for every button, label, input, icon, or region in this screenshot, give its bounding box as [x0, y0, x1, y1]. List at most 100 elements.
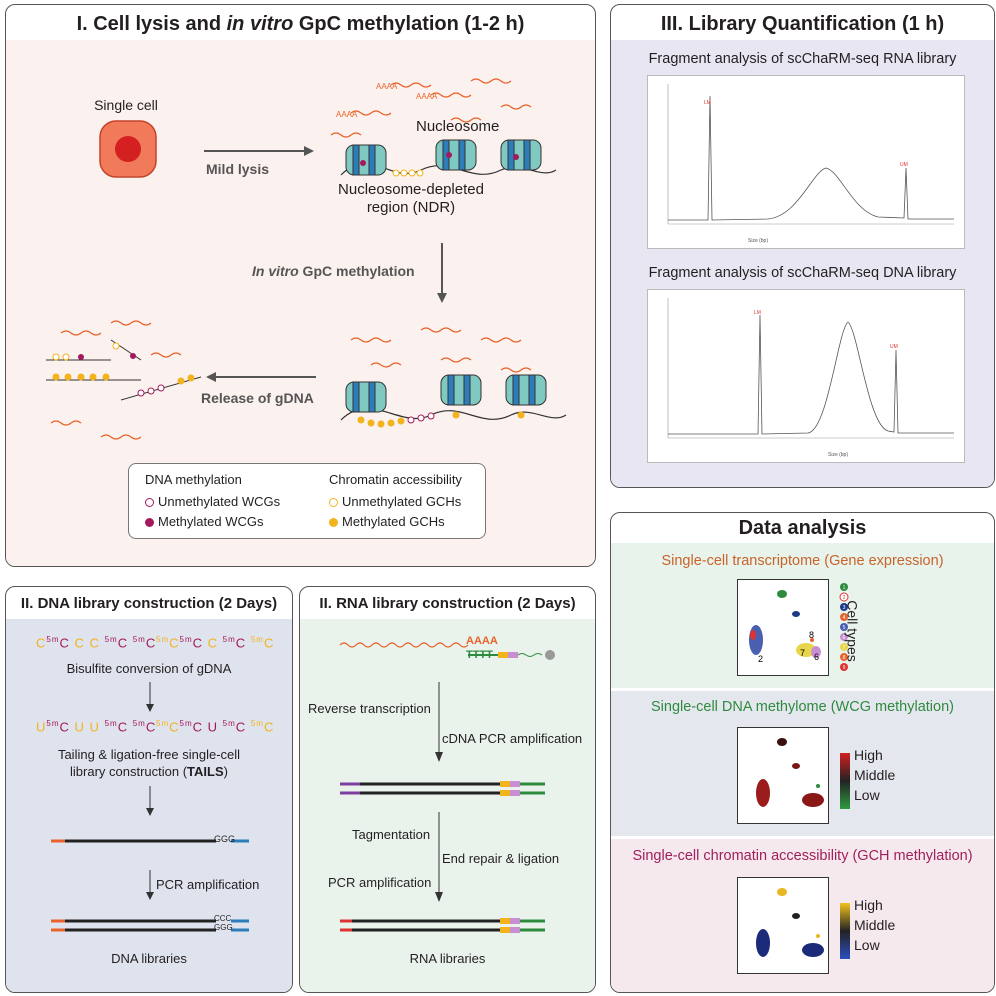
dna-seq-top-right: 5mC5mC C 5mC 5mC — [156, 635, 275, 651]
svg-text:7: 7 — [843, 645, 846, 651]
release-label: Release of gDNA — [201, 390, 314, 406]
legend-dna-heading: DNA methylation — [145, 472, 242, 487]
nucleosome-diagram-bottom — [340, 327, 567, 428]
rna-lm-label: LM — [704, 100, 711, 106]
legend-dna-meth: Methylated WCGs — [145, 514, 263, 529]
dna-pcr-label: PCR amplification — [156, 877, 260, 892]
methylome-colorbar — [840, 753, 850, 809]
cdna-pcr-label: cDNA PCR amplification — [442, 731, 583, 746]
release-arrow — [206, 372, 316, 382]
unmethylated-gch-icon — [329, 498, 338, 508]
transcriptome-umap-points: 8 7 6 2 — [749, 590, 821, 664]
ggg-label-lib: GGG — [214, 923, 233, 932]
transcriptome-umap: 8 7 6 2 — [737, 579, 829, 676]
legend-chrom-heading: Chromatin accessibility — [329, 472, 462, 487]
dna-um-label: UM — [890, 344, 898, 350]
panel-cell-lysis-title: I. Cell lysis and in vitro GpC methylati… — [76, 13, 525, 35]
meth-low: Low — [854, 787, 880, 803]
polyA-text: AAAA — [416, 92, 438, 101]
acc-low: Low — [854, 937, 880, 953]
rna-step-arrow-2 — [435, 812, 443, 902]
rna-trace: LM UM Size (bp) — [667, 84, 954, 244]
accessibility-umap-points — [756, 888, 824, 957]
panel-rna-bg — [300, 619, 595, 992]
meth-middle: Middle — [854, 767, 896, 783]
dna-seq-top: C5mC C C 5mC 5mC — [36, 635, 157, 651]
transcriptome-title: Single-cell transcriptome (Gene expressi… — [661, 553, 944, 569]
dna-xlabel: Size (bp) — [828, 452, 848, 458]
accessibility-colorbar — [840, 903, 850, 959]
svg-text:3: 3 — [843, 605, 846, 611]
ndr-label-line1: Nucleosome-depleted — [338, 181, 484, 198]
methylated-gch-icon — [329, 518, 338, 528]
rna-um-label: UM — [900, 162, 908, 168]
nucleosome-diagram-top: AAAA AAAA AAAA — [330, 78, 557, 177]
svg-text:6: 6 — [843, 635, 846, 641]
dna-libraries-label: DNA libraries — [111, 951, 187, 966]
meth-high: High — [854, 747, 883, 763]
tails-line1: Tailing & ligation-free single-cell — [57, 747, 241, 762]
panel-rna-title: II. RNA library construction (2 Days) — [319, 595, 576, 612]
ndr-label-line2: region (NDR) — [366, 199, 456, 216]
svg-text:9: 9 — [843, 665, 846, 671]
cluster-label-2: 2 — [758, 654, 763, 664]
svg-text:1: 1 — [843, 585, 846, 591]
rna-xlabel: Size (bp) — [748, 238, 768, 244]
cluster-label-7: 7 — [800, 648, 805, 658]
methylome-title: Single-cell DNA methylome (WCG methylati… — [651, 699, 954, 715]
panel-cell-lysis: I. Cell lysis and in vitro GpC methylati… — [5, 4, 596, 567]
dna-tailed-fragment — [51, 839, 249, 843]
single-cell-label: Single cell — [94, 97, 158, 113]
accessibility-umap — [737, 877, 829, 974]
panel-dna-title: II. DNA library construction (2 Days) — [20, 595, 278, 612]
dna-library-fragment — [51, 919, 249, 932]
rna-electropherogram: LM UM Size (bp) — [647, 75, 965, 249]
methylated-wcg-icon — [145, 518, 154, 528]
ccc-label: CCC — [214, 914, 232, 923]
methylome-umap — [737, 727, 829, 824]
dna-seq-bot-right: 5mC5mC U 5mC 5mC — [156, 719, 275, 735]
acc-middle: Middle — [854, 917, 896, 933]
methylation-legend: DNA methylation Unmethylated WCGs Methyl… — [128, 463, 486, 539]
acc-high: High — [854, 897, 883, 913]
polyA-text: AAAA — [376, 82, 398, 91]
svg-text:4: 4 — [843, 615, 846, 621]
tagmentation-label: Tagmentation — [352, 827, 431, 842]
cell-type-legend: 1 2 3 4 5 6 7 8 9 — [839, 583, 849, 671]
rna-pcr-label: PCR amplification — [328, 875, 432, 890]
rna-step-arrow-1 — [435, 682, 443, 762]
rna-aaaa-label: AAAA — [466, 635, 498, 647]
bisulfite-label: Bisulfite conversion of gDNA — [66, 661, 232, 676]
svg-text:2: 2 — [843, 595, 846, 601]
polyA-text: AAAA — [336, 110, 358, 119]
nucleosome-label: Nucleosome — [416, 118, 500, 135]
panel-data-title: Data analysis — [738, 517, 867, 539]
rna-tttt-label: TTTT — [466, 649, 493, 661]
unmethylated-wcg-icon — [145, 498, 154, 508]
dna-seq-bot: U5mC U U 5mC 5mC — [36, 719, 157, 735]
dna-step-arrow-1 — [146, 682, 154, 712]
invitro-label: In vitro GpC methylation — [252, 263, 415, 279]
svg-text:5: 5 — [843, 625, 846, 631]
dna-step-arrow-3 — [146, 870, 154, 900]
invitro-arrow — [437, 243, 447, 303]
rt-label: Reverse transcription — [308, 701, 431, 716]
svg-text:8: 8 — [843, 655, 846, 661]
mild-lysis-label: Mild lysis — [206, 161, 270, 177]
legend-chrom-meth: Methylated GCHs — [329, 514, 445, 529]
rna-library-fragment — [340, 918, 545, 933]
rna-fragment-title: Fragment analysis of scChaRM-seq RNA lib… — [648, 51, 957, 67]
single-cell-icon — [99, 120, 157, 178]
mrna-with-oligo — [339, 642, 555, 660]
released-gdna-diagram — [46, 320, 202, 440]
legend-dna-unmeth: Unmethylated WCGs — [145, 494, 280, 509]
panel-rna-library: II. RNA library construction (2 Days) AA… — [299, 586, 596, 993]
tails-line2: library construction (TAILS) — [70, 764, 228, 779]
ggg-label: GGG — [214, 834, 236, 844]
end-repair-label: End repair & ligation — [442, 851, 560, 866]
panel-library-quantification: III. Library Quantification (1 h) Fragme… — [610, 4, 995, 488]
panel-dna-library: II. DNA library construction (2 Days) C5… — [5, 586, 293, 993]
rna-libraries-label: RNA libraries — [409, 951, 486, 966]
